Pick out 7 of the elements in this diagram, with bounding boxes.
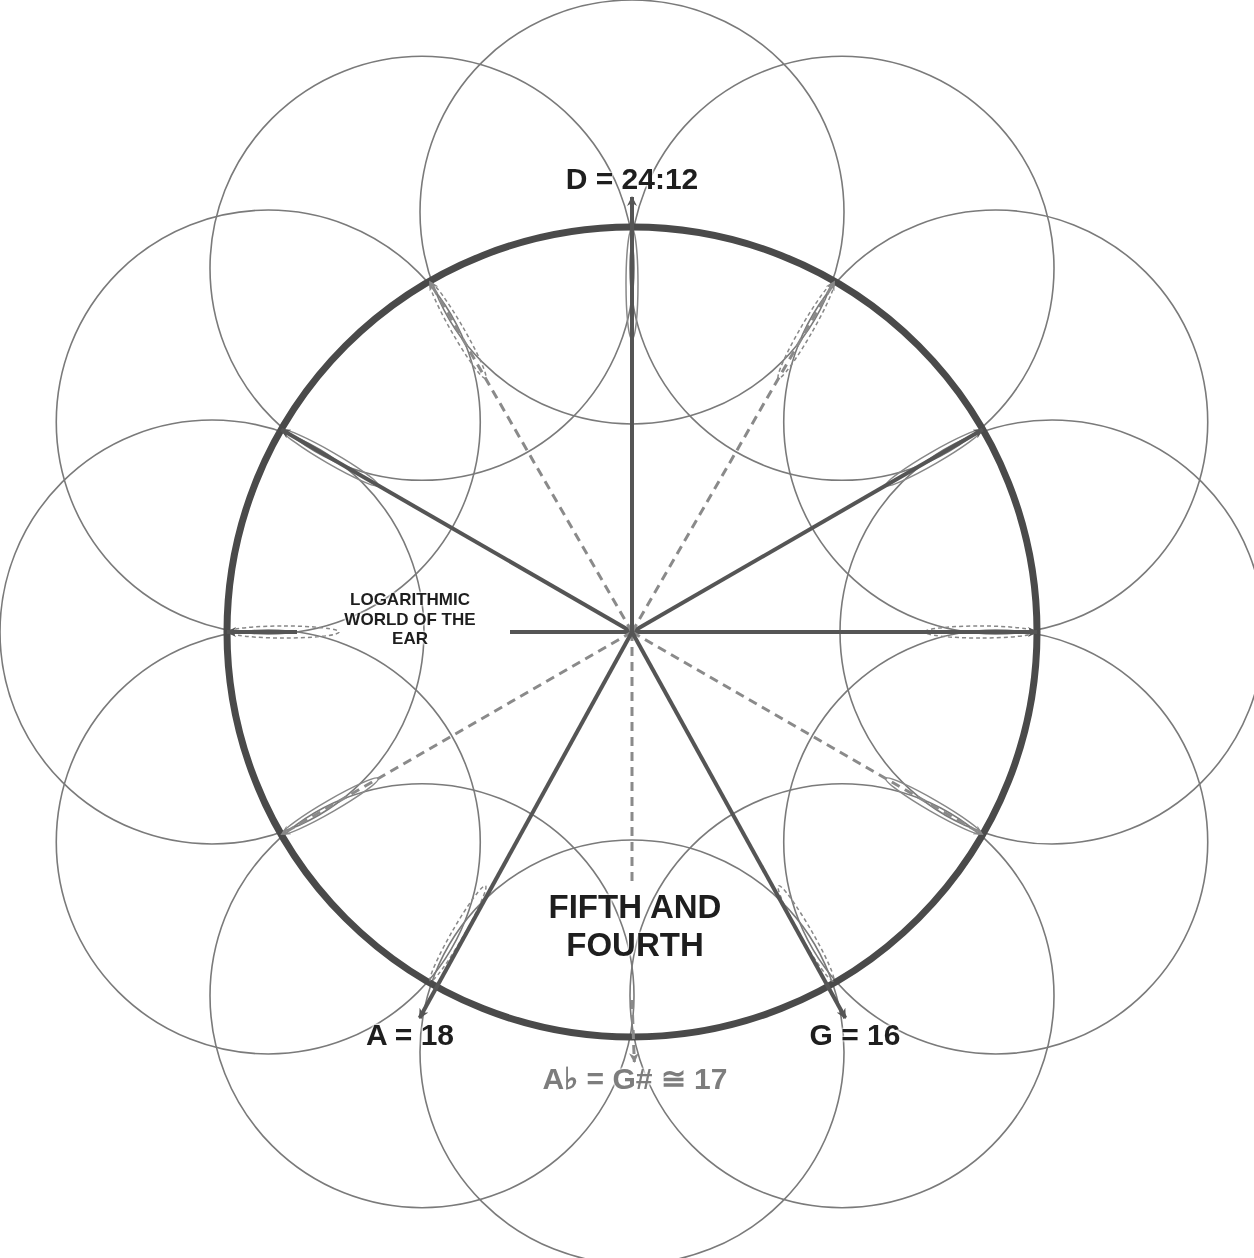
note-label: G = 16 — [790, 1018, 920, 1053]
arrow — [629, 999, 639, 1063]
note-label: D = 24:12 — [532, 162, 732, 197]
note-label: A = 18 — [345, 1018, 475, 1053]
arrow — [630, 631, 848, 1019]
arrow — [627, 196, 637, 632]
arrow — [417, 631, 634, 1019]
